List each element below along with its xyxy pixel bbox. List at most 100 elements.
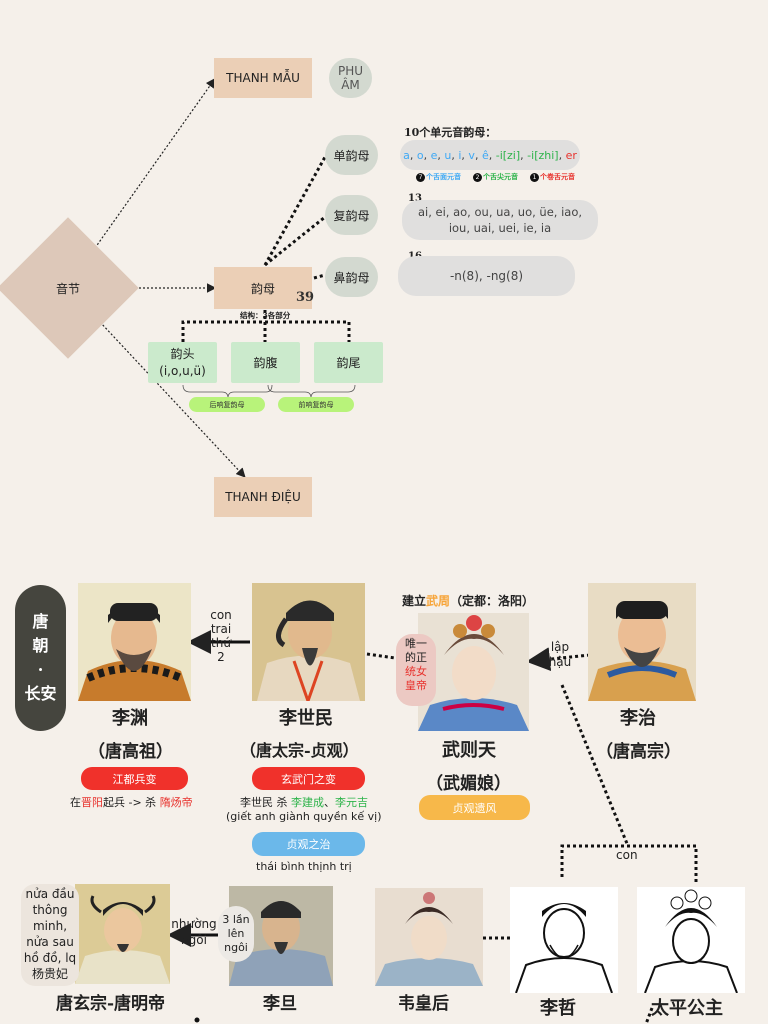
simple-final-separator: , (461, 148, 469, 162)
wu-note-black: 唯一 的正 (405, 637, 427, 664)
line-simple (263, 156, 327, 266)
liyuan-title: （唐高祖） (88, 742, 173, 762)
wuzetian-figure-icon (418, 615, 529, 731)
rel-three-times: 3 lần lên ngôi (218, 906, 254, 962)
line-nasal (313, 273, 326, 280)
lishimin-figure-icon (257, 600, 360, 701)
finals-count: 39 (296, 290, 315, 305)
line-structure (181, 310, 351, 342)
lishimin-title: （唐太宗-贞观） (240, 741, 359, 760)
tones-node[interactable]: THANH ĐIỆU (214, 477, 312, 517)
part-body[interactable]: 韵腹 (231, 342, 300, 383)
lizhi-figure-icon (588, 601, 696, 701)
wu-founded: 建立武周（定都：洛阳） (402, 592, 534, 609)
portrait-wuzetian (418, 613, 529, 731)
line-to-initials (94, 78, 216, 249)
vowel-type-number: 2 (473, 172, 482, 182)
simple-final-item: er (565, 148, 577, 162)
vowel-type-text: 个卷舌元音 (540, 173, 575, 181)
liyuan-line-target: 隋炀帝 (159, 796, 193, 809)
lizhe-name: 李哲 (540, 998, 576, 1019)
part-head-sub: (i,o,u,ü) (159, 363, 206, 378)
simple-finals-count: 10个单元音韵母： (404, 126, 497, 139)
dynasty-label: 唐 朝 · 长安 (15, 585, 66, 731)
liyuan-line: 在晋阳起兵 -> 杀 隋炀帝 (70, 794, 193, 810)
wu-founded-dynasty: 武周 (426, 594, 451, 608)
simple-final-separator: , (437, 148, 445, 162)
rel-second-son: con trai thứ 2 (210, 608, 232, 664)
rel-married: lập hậu (548, 640, 572, 669)
event-xuanwu[interactable]: 玄武门之变 (252, 767, 365, 790)
initials-node[interactable]: THANH MẪU (214, 58, 312, 98)
wuzetian-name: 武则天 (442, 740, 496, 761)
simple-final-item: o (416, 148, 424, 162)
simple-final-item: e (430, 148, 438, 162)
line-to-tones (99, 321, 246, 478)
event-jiangdu-label: 江都兵变 (112, 772, 157, 786)
nasal-finals-list: -n(8), -ng(8) (398, 256, 575, 296)
part-tail[interactable]: 韵尾 (314, 342, 383, 383)
center-label: 音节 (55, 281, 80, 296)
vowel-type-number: 1 (530, 172, 539, 182)
wu-note: 唯一 的正 统女 皇帝 (396, 634, 436, 706)
wuzetian-title: （武媚娘） (426, 774, 511, 794)
wu-founded-capital: （定都：洛阳） (450, 594, 535, 608)
compound-type-back: 后响复韵母 (189, 397, 265, 412)
line-wu-lishimin (366, 652, 396, 660)
simple-final-separator: , (451, 148, 459, 162)
event-zhenguan-legacy[interactable]: 贞观遗风 (419, 795, 530, 820)
lizhi-title: （唐高宗） (596, 742, 681, 762)
simple-final-item: v (468, 148, 475, 162)
lishimin-line-p1: 李世民 杀 (240, 796, 291, 809)
dot-xuanzong-down (194, 1017, 200, 1023)
taiping-name: 太平公主 (651, 998, 723, 1019)
taiping-figure-icon (644, 889, 738, 993)
portrait-lizhi (588, 583, 696, 701)
wu-note-red: 统女 皇帝 (405, 665, 427, 692)
portrait-lizhe (510, 887, 618, 993)
liyuan-line-place: 晋阳 (81, 796, 103, 809)
simple-final-separator: , (409, 148, 417, 162)
portrait-lishimin (252, 583, 365, 701)
consonant-badge: PHU ÂM (329, 58, 372, 98)
simple-finals-node[interactable]: 单韵母 (325, 135, 378, 175)
xuanzong-note: nửa đầu thông minh, nửa sau hồ đồ, lq 杨贵… (21, 884, 79, 986)
simple-final-separator: , (474, 148, 482, 162)
simple-final-item: i (458, 148, 462, 162)
simple-final-separator: , (520, 148, 528, 162)
simple-finals-list: a, o, e, u, i, v, ê, -i[zi], -i[zhi], er (400, 140, 580, 170)
simple-final-separator: , (423, 148, 431, 162)
part-head[interactable]: 韵头 (i,o,u,ü) (148, 342, 217, 383)
lishimin-line-victim2: 李元吉 (335, 796, 368, 809)
simple-final-item: -i[zi] (495, 148, 521, 162)
lizhi-name: 李治 (620, 708, 656, 729)
xuanzong-name: 唐玄宗-唐明帝 (56, 994, 166, 1014)
line-lizhi-wu (526, 647, 591, 672)
compound-finals-count: 13 (408, 193, 422, 204)
weihuanghou-name: 韦皇后 (398, 994, 449, 1014)
simple-final-item: -i[zhi] (527, 148, 559, 162)
xuanzong-figure-icon (75, 895, 170, 984)
compound-type-front: 前响复韵母 (278, 397, 354, 412)
event-jiangdu[interactable]: 江都兵变 (81, 767, 188, 790)
lidan-figure-icon (229, 901, 333, 986)
vowel-type-text: 个舌面元音 (426, 173, 461, 181)
liyuan-name: 李渊 (112, 708, 148, 729)
event-zhenguan[interactable]: 贞观之治 (252, 832, 365, 856)
lizhe-figure-icon (515, 903, 613, 993)
compound-finals-list: ai, ei, ao, ou, ua, uo, üe, iao, iou, ua… (402, 200, 598, 240)
portrait-taiping (637, 887, 745, 993)
lishimin-line: 李世民 杀 李建成、李元吉 (240, 794, 368, 810)
lishimin-line-p2: 、 (324, 796, 335, 809)
simple-final-separator: , (558, 148, 566, 162)
compound-finals-node[interactable]: 复韵母 (325, 195, 378, 235)
portrait-lidan (229, 886, 333, 986)
finals-node[interactable]: 韵母 (214, 267, 312, 309)
vowel-type-number: 7 (416, 172, 425, 182)
nasal-finals-node[interactable]: 鼻韵母 (325, 257, 378, 297)
portrait-weihuanghou (375, 888, 483, 986)
event-zhenguan-label: 贞观之治 (286, 838, 331, 851)
structure-label: 结构：3各部分 (240, 311, 291, 320)
